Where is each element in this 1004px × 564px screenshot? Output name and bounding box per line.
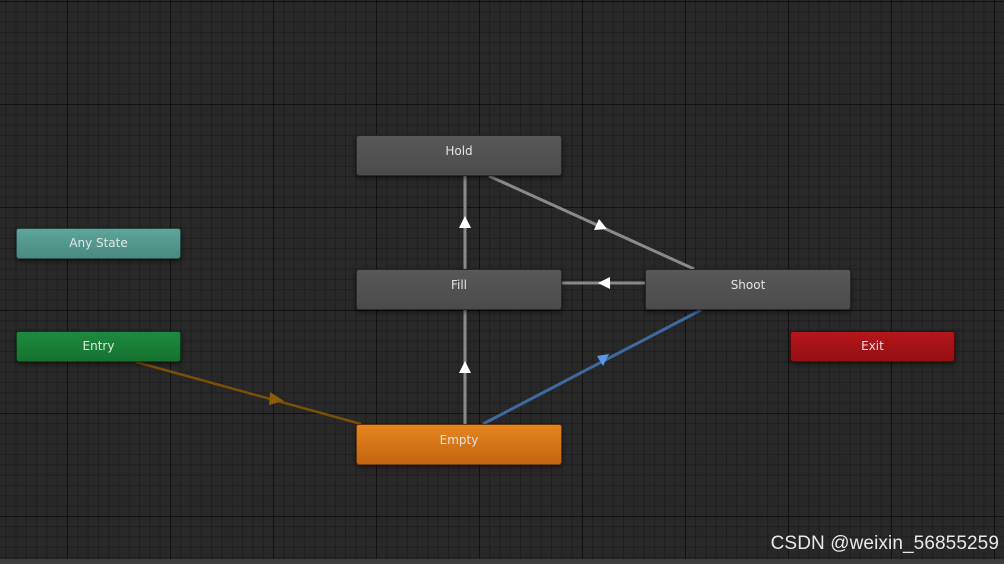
exit-node[interactable]: Exit (790, 331, 955, 362)
state-label: Fill (450, 278, 468, 292)
state-node-hold[interactable]: Hold (356, 135, 562, 176)
transition-arrow-shoot-to-fill (598, 277, 610, 289)
transition-arrow-hold-to-shoot (594, 219, 607, 230)
transition-empty-to-shoot[interactable] (482, 308, 702, 426)
transition-arrow-entry-to-empty (269, 392, 284, 405)
transition-arrow-fill-to-hold (459, 216, 471, 228)
any-state-node[interactable]: Any State (16, 228, 181, 259)
transition-arrow-empty-to-fill (459, 361, 471, 373)
state-node-empty[interactable]: Empty (356, 424, 562, 465)
any-state-label: Any State (69, 236, 128, 250)
transition-entry-to-empty[interactable] (135, 360, 362, 426)
state-label: Hold (445, 144, 473, 158)
bottom-scroll-edge (0, 559, 1004, 564)
state-label: Shoot (730, 278, 766, 292)
state-label: Empty (439, 433, 479, 447)
transition-arrow-empty-to-shoot (597, 354, 609, 366)
watermark-text: CSDN @weixin_56855259 (770, 533, 999, 554)
transition-hold-to-shoot[interactable] (488, 174, 695, 271)
entry-label: Entry (82, 339, 115, 353)
exit-label: Exit (861, 339, 884, 353)
state-node-shoot[interactable]: Shoot (645, 269, 851, 310)
state-node-fill[interactable]: Fill (356, 269, 562, 310)
entry-node[interactable]: Entry (16, 331, 181, 362)
